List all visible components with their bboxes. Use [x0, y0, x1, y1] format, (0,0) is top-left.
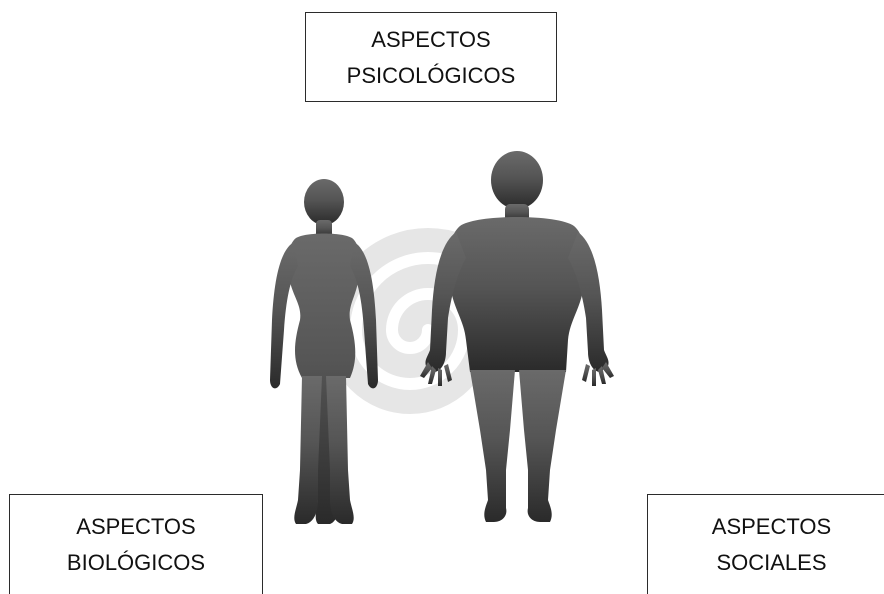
woman-silhouette-icon — [270, 179, 378, 524]
social-aspects-line2: SOCIALES — [716, 550, 827, 575]
psychological-aspects-line2: PSICOLÓGICOS — [346, 63, 516, 88]
psychological-aspects-line1: ASPECTOS — [371, 27, 491, 52]
biological-aspects-line2: BIOLÓGICOS — [66, 550, 206, 575]
social-aspects-box: ASPECTOS SOCIALES — [647, 494, 884, 594]
psychological-aspects-box: ASPECTOS PSICOLÓGICOS — [305, 12, 557, 102]
biological-aspects-box: ASPECTOS BIOLÓGICOS — [9, 494, 263, 594]
human-figures-illustration — [270, 151, 614, 524]
biological-aspects-line1: ASPECTOS — [76, 514, 196, 539]
social-aspects-line1: ASPECTOS — [711, 514, 832, 539]
man-silhouette-icon — [420, 151, 614, 522]
